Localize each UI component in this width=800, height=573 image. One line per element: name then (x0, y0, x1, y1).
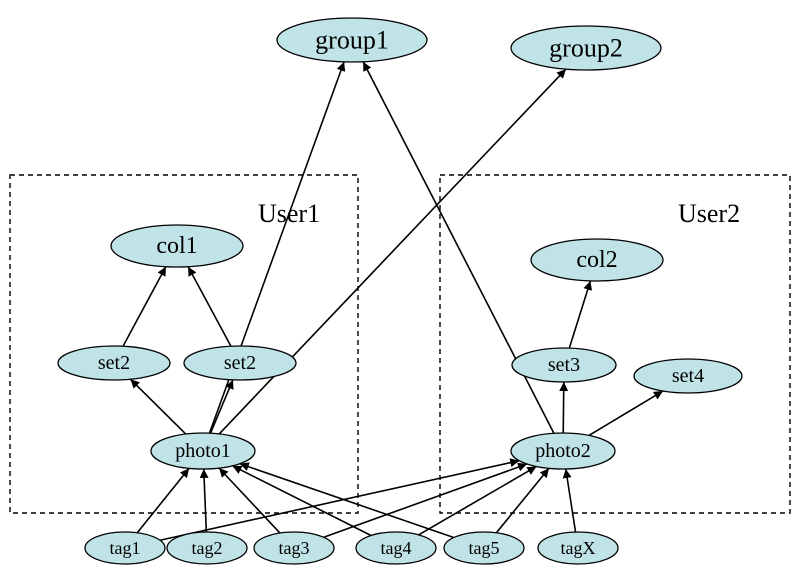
user2-label: User2 (678, 199, 740, 228)
node-tag5: tag5 (443, 531, 525, 565)
node-set3: set3 (511, 347, 617, 383)
node-tag1-label: tag1 (110, 538, 141, 558)
node-set4: set4 (633, 358, 743, 394)
edge-tag3-to-photo1 (218, 467, 281, 534)
node-tag3: tag3 (253, 531, 335, 565)
node-set3-label: set3 (548, 354, 580, 376)
node-col2-label: col2 (576, 247, 617, 273)
edge-tagfive-to-photo1 (239, 462, 454, 539)
node-set2-left-label: set2 (98, 352, 130, 374)
node-tag2-label: tag2 (192, 538, 223, 558)
node-group1: group1 (276, 17, 428, 63)
node-tag1: tag1 (84, 531, 166, 565)
node-set2-right-label: set2 (224, 352, 256, 374)
edge-photo1-to-set2a (129, 378, 187, 435)
edge-photo2-to-group1 (362, 61, 555, 434)
node-tag4-label: tag4 (381, 538, 412, 558)
node-group1-label: group1 (315, 26, 389, 55)
node-tagX-label: tagX (561, 538, 596, 558)
edge-tagfive-to-photo2 (495, 467, 550, 534)
node-tag5-label: tag5 (469, 538, 500, 558)
node-set2-left: set2 (57, 345, 171, 381)
node-photo2: photo2 (510, 432, 616, 470)
node-photo2-label: photo2 (535, 440, 591, 462)
node-col2: col2 (530, 238, 664, 282)
node-group2-label: group2 (549, 34, 623, 63)
edge-tag1-to-photo2 (159, 458, 520, 542)
node-tag4: tag4 (355, 531, 437, 565)
node-photo1-label: photo1 (175, 440, 231, 462)
edge-tagX-to-photo2 (562, 468, 577, 533)
edge-photo2-to-set4 (588, 390, 664, 437)
node-tag2: tag2 (166, 531, 248, 565)
user2-box: User2 (439, 174, 791, 514)
node-col1: col1 (110, 224, 244, 268)
node-set2-right: set2 (183, 345, 297, 381)
edge-tag2-to-photo1 (199, 468, 209, 533)
edge-set2b-to-col1 (187, 266, 232, 347)
edge-tag4-to-photo1 (232, 465, 372, 537)
node-group2: group2 (510, 25, 662, 71)
node-set4-label: set4 (672, 365, 704, 387)
edge-tag4-to-photo2 (418, 465, 537, 536)
edge-tag3-to-photo2 (323, 462, 528, 539)
node-photo1: photo1 (150, 432, 256, 470)
node-col1-label: col1 (156, 233, 197, 259)
edge-set2a-to-col1 (122, 266, 167, 347)
edge-tag1-to-photo1 (136, 467, 190, 534)
edge-photo1-to-set2b (209, 379, 234, 434)
edge-set3-to-col2 (568, 280, 593, 349)
edge-photo1-to-group2 (218, 68, 567, 435)
edge-photo2-to-set3 (559, 381, 569, 434)
node-tag3-label: tag3 (279, 538, 310, 558)
node-tagX: tagX (537, 531, 619, 565)
